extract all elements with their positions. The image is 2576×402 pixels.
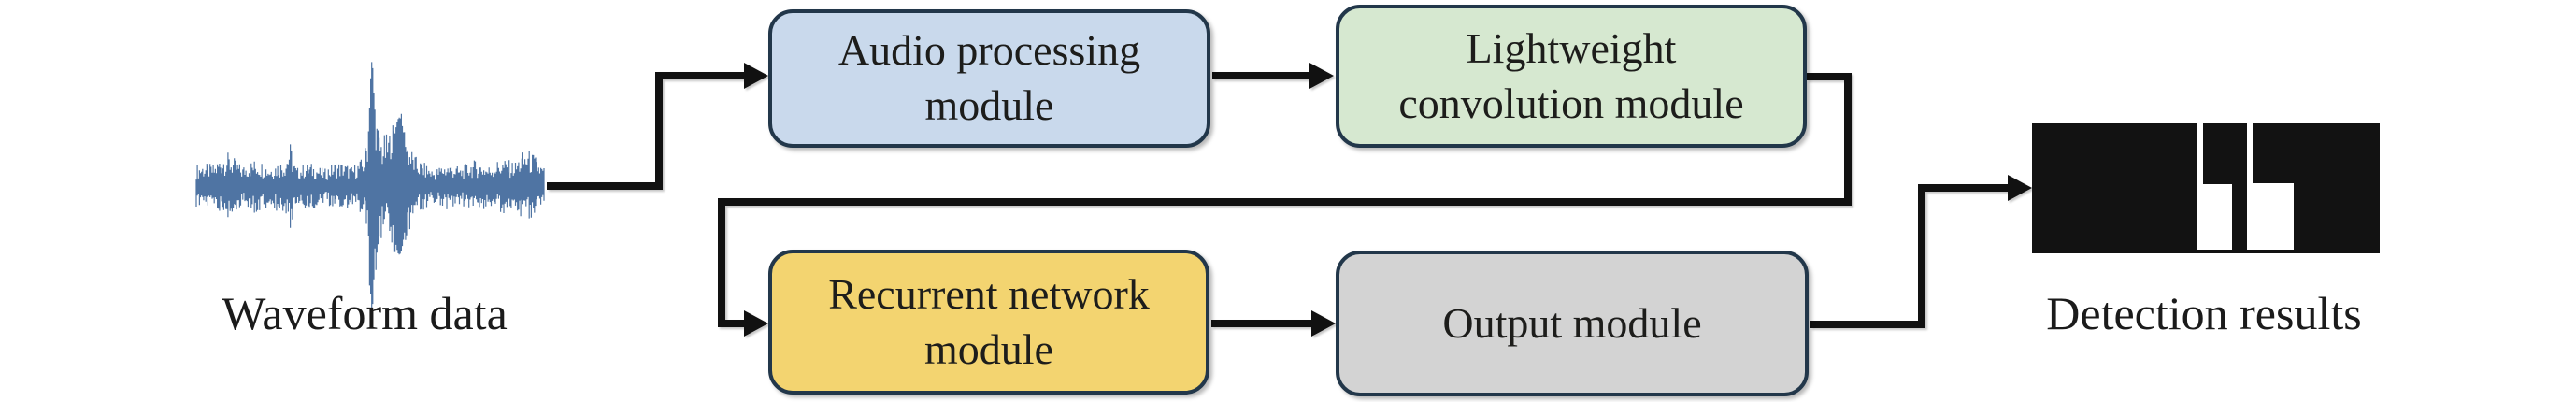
node-label-line: module xyxy=(924,324,1053,373)
detection-mask-segment xyxy=(2247,183,2294,250)
arrowhead-recurrent xyxy=(744,310,768,337)
node-label-line: Lightweight xyxy=(1466,23,1677,72)
detection-results-caption: Detection results xyxy=(2046,287,2362,339)
arrowhead-detection xyxy=(2008,175,2032,201)
waveform-data-caption: Waveform data xyxy=(222,287,508,339)
arrow-waveform-to-audio xyxy=(547,72,748,190)
arrowhead-output xyxy=(1311,310,1336,337)
node-label-line: Recurrent network xyxy=(828,269,1150,318)
node-output-module: Output module xyxy=(1336,251,1809,396)
node-label-line: convolution module xyxy=(1398,79,1744,127)
detection-mask-segment xyxy=(2197,184,2232,250)
arrowhead-audio xyxy=(744,63,768,89)
arrow-output-to-detection xyxy=(1810,184,2011,328)
node-audio-processing-module: Audio processing module xyxy=(768,9,1210,148)
waveform-image xyxy=(195,62,545,310)
detection-mask-segment xyxy=(2247,123,2253,183)
node-label-line: Output module xyxy=(1442,298,1702,347)
node-label-line: module xyxy=(924,81,1054,129)
detection-mask-segment xyxy=(2197,123,2203,184)
arrowhead-conv xyxy=(1309,63,1334,89)
node-label-line: Audio processing xyxy=(837,26,1141,75)
node-recurrent-network-module: Recurrent network module xyxy=(768,250,1209,395)
node-lightweight-convolution-module: Lightweight convolution module xyxy=(1336,5,1807,148)
detection-results-image xyxy=(2032,123,2380,253)
